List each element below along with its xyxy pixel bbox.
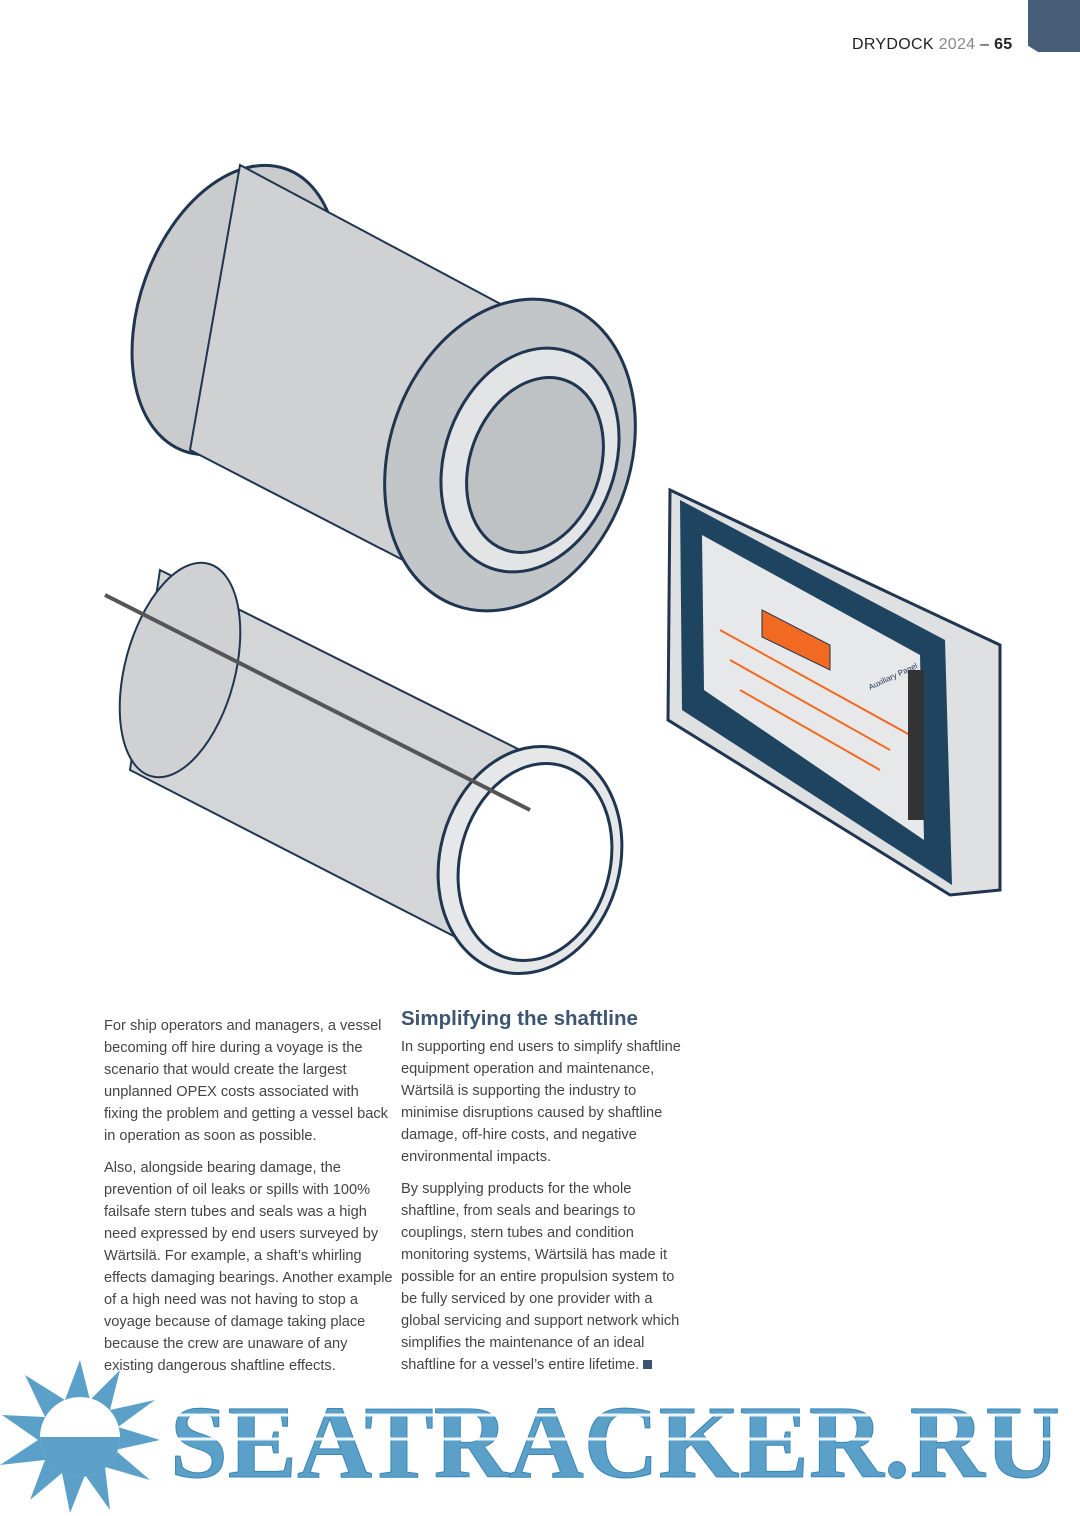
monitoring-panel-illustration: Auxiliary Panel: [666, 487, 1002, 897]
publication-year: 2024: [938, 36, 976, 53]
paragraph: By supplying products for the whole shaf…: [401, 1178, 691, 1376]
paragraph: For ship operators and managers, a vesse…: [104, 1018, 388, 1144]
svg-text:SEATRACKER.RU: SEATRACKER.RU: [170, 1385, 1060, 1500]
bearing-illustration: [104, 561, 624, 975]
article-right-column: Simplifying the shaftline In supporting …: [401, 1006, 691, 1386]
stern-tube-illustration: [130, 163, 637, 613]
paragraph: Also, alongside bearing damage, the prev…: [104, 1160, 393, 1374]
end-of-article-mark: [643, 1360, 653, 1369]
paragraph-text: By supplying products for the whole shaf…: [401, 1181, 680, 1373]
section-heading: Simplifying the shaftline: [401, 1007, 638, 1030]
seatracker-watermark-logo: SEATRACKER.RU: [0, 1360, 1065, 1513]
sunburst-icon: [0, 1360, 160, 1513]
running-header: DRYDOCK 2024 – 65: [852, 36, 1012, 54]
paragraph: In supporting end users to simplify shaf…: [401, 1039, 681, 1165]
article-left-column: For ship operators and managers, a vesse…: [104, 1015, 394, 1387]
publication-name: DRYDOCK: [852, 36, 934, 53]
header-separator: –: [980, 36, 990, 53]
page-number: 65: [994, 36, 1013, 53]
shaftline-illustration: Auxiliary Panel: [104, 163, 1002, 975]
page-corner-tab: [1028, 0, 1080, 52]
